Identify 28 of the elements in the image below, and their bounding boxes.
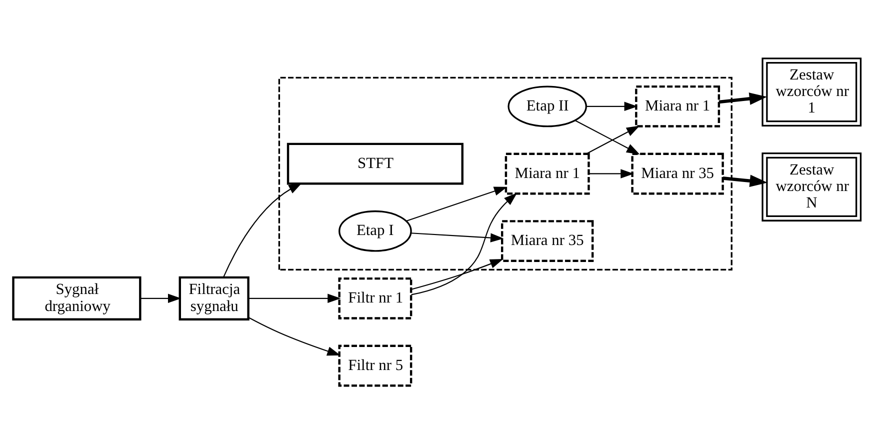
- node-box: Miara nr 35: [501, 220, 594, 262]
- arrow: [223, 182, 302, 277]
- arrow: [722, 174, 768, 187]
- arrow: [574, 119, 640, 154]
- arrow: [586, 101, 638, 111]
- arrow: [248, 293, 341, 303]
- node-box: Zestaw wzorców nr 1: [762, 57, 862, 126]
- arrow: [588, 168, 634, 178]
- node-box: STFT: [286, 142, 464, 184]
- node-box: Sygnał drganiowy: [12, 276, 142, 320]
- arrow: [411, 232, 504, 242]
- arrow: [411, 258, 504, 290]
- arrow: [586, 125, 640, 154]
- arrow: [718, 92, 768, 104]
- node-box: Miara nr 1: [504, 152, 590, 194]
- arrow: [248, 316, 340, 356]
- node-box: Zestaw wzorców nr N: [762, 152, 862, 221]
- arrow: [406, 186, 508, 221]
- node-ellipse: Etap II: [508, 85, 587, 127]
- node-box: Filtr nr 1: [338, 276, 412, 319]
- cluster: [278, 76, 732, 270]
- node-ellipse: Etap I: [338, 210, 412, 252]
- node-box: Filtracja sygnału: [178, 276, 250, 320]
- arrow: [140, 293, 182, 303]
- node-box: Miara nr 1: [635, 84, 720, 127]
- node-box: Filtr nr 5: [338, 344, 412, 386]
- arrow: [411, 192, 518, 295]
- node-box: Miara nr 35: [631, 152, 724, 194]
